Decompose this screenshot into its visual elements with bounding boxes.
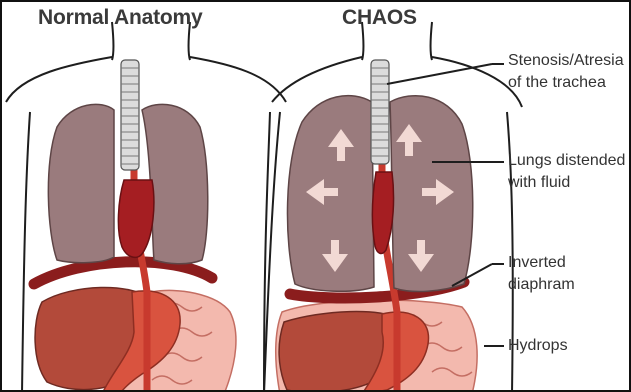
normal-diaphragm xyxy=(34,262,212,284)
normal-left-lung xyxy=(48,104,114,262)
normal-body-outline xyxy=(6,57,286,102)
label-line: Inverted xyxy=(508,252,575,274)
label-line: Lungs distended xyxy=(508,150,625,172)
label-lungs-distended: Lungs distended with fluid xyxy=(508,150,625,194)
label-line: with fluid xyxy=(508,172,625,194)
callout-line-trachea xyxy=(387,64,492,84)
chaos-anatomy-figure xyxy=(264,22,522,392)
label-line: of the trachea xyxy=(508,72,624,94)
label-hydrops: Hydrops xyxy=(508,335,568,357)
normal-trachea xyxy=(121,60,139,170)
title-normal-anatomy: Normal Anatomy xyxy=(38,6,202,30)
normal-heart xyxy=(118,180,153,257)
normal-anatomy-figure xyxy=(6,22,286,392)
label-inverted-diaphragm: Inverted diaphram xyxy=(508,252,575,296)
label-line: Hydrops xyxy=(508,335,568,357)
title-chaos: CHAOS xyxy=(342,6,417,30)
label-trachea-stenosis: Stenosis/Atresia of the trachea xyxy=(508,50,624,94)
normal-torso-left xyxy=(22,112,30,392)
label-line: diaphram xyxy=(508,274,575,296)
chaos-heart xyxy=(372,172,393,253)
chaos-trachea xyxy=(371,60,389,164)
label-line: Stenosis/Atresia xyxy=(508,50,624,72)
